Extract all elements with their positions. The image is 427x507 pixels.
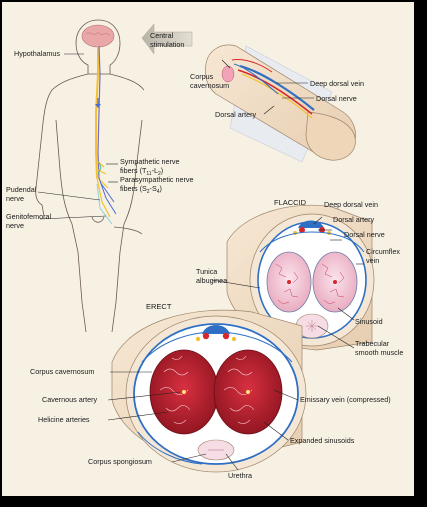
arrow-left-icon: [141, 23, 193, 55]
para-sub-2: 4: [157, 189, 160, 195]
label-pudendal-2: nerve: [6, 194, 24, 203]
para-close: ): [160, 184, 162, 193]
para-fibers: fibers (S: [120, 184, 147, 193]
label-corpus-cavernosum: Corpus cavernosum: [30, 367, 94, 376]
label-pudendal-1: Pudendal: [6, 185, 37, 194]
label-emissary-vein: Emissary vein (compressed): [300, 395, 391, 404]
label-erect: ERECT: [146, 302, 172, 311]
sym-sub-2: 2: [158, 171, 161, 177]
label-dorsal-nerve: Dorsal nerve: [344, 230, 385, 239]
label-sympathetic-2: fibers (T11-L2): [120, 166, 163, 177]
label-flaccid: FLACCID: [274, 198, 307, 207]
diagram-frame: Hypothalamus Central stimulation Corpus …: [2, 2, 414, 496]
erection-physiology-diagram: Hypothalamus Central stimulation Corpus …: [6, 19, 403, 480]
para-dash: -S: [150, 184, 157, 193]
label-central-stimulation-1: Central: [150, 31, 174, 40]
sym-sub-1: 11: [146, 171, 151, 177]
label-dorsal-nerve-top: Dorsal nerve: [316, 94, 357, 103]
sym-dash: -L: [152, 166, 158, 175]
label-trabecular-2: smooth muscle: [355, 348, 403, 357]
label-corpus-spongiosum: Corpus spongiosum: [88, 457, 152, 466]
label-trabecular-1: Trabecular: [355, 339, 390, 348]
down-arrow-icon: [95, 98, 101, 108]
label-parasympathetic-1: Parasympathetic nerve: [120, 175, 194, 184]
erect-cross-section: [111, 309, 307, 473]
label-deep-dorsal-vein: Deep dorsal vein: [324, 200, 378, 209]
leader-lines: [37, 53, 364, 471]
label-cavernous-artery: Cavernous artery: [42, 395, 98, 404]
label-genitofemoral-2: nerve: [6, 221, 24, 230]
label-helicine-arteries: Helicine arteries: [38, 415, 90, 424]
label-sympathetic-1: Sympathetic nerve: [120, 157, 180, 166]
label-expanded-sinusoids: Expanded sinusoids: [290, 436, 355, 445]
penis-lateral-view: [204, 44, 356, 163]
label-dorsal-artery-top: Dorsal artery: [215, 110, 257, 119]
label-tunica-albuginea-1: Tunica: [196, 267, 217, 276]
label-corpus-cavernosum-top-2: cavernosum: [190, 81, 229, 90]
brain-icon: [81, 24, 115, 48]
label-urethra: Urethra: [228, 471, 252, 480]
label-corpus-cavernosum-top-1: Corpus: [190, 72, 214, 81]
flaccid-cross-section: [226, 204, 375, 351]
label-circumflex-vein-2: vein: [366, 256, 379, 265]
label-hypothalamus: Hypothalamus: [14, 49, 60, 58]
label-dorsal-artery: Dorsal artery: [333, 215, 375, 224]
label-central-stimulation-2: stimulation: [150, 40, 184, 49]
label-genitofemoral-1: Genitofemoral: [6, 212, 52, 221]
para-sub-1: 2: [147, 189, 150, 195]
label-circumflex-vein-1: Circumflex: [366, 247, 400, 256]
label-deep-dorsal-vein-top: Deep dorsal vein: [310, 79, 364, 88]
label-parasympathetic-2: fibers (S2-S4): [120, 184, 162, 195]
sym-fibers: fibers (T: [120, 166, 147, 175]
label-sinusoid: Sinusoid: [355, 317, 383, 326]
spinal-nerve-pathway: [95, 45, 117, 225]
sym-close: ): [161, 166, 163, 175]
label-tunica-albuginea-2: albuginea: [196, 276, 227, 285]
